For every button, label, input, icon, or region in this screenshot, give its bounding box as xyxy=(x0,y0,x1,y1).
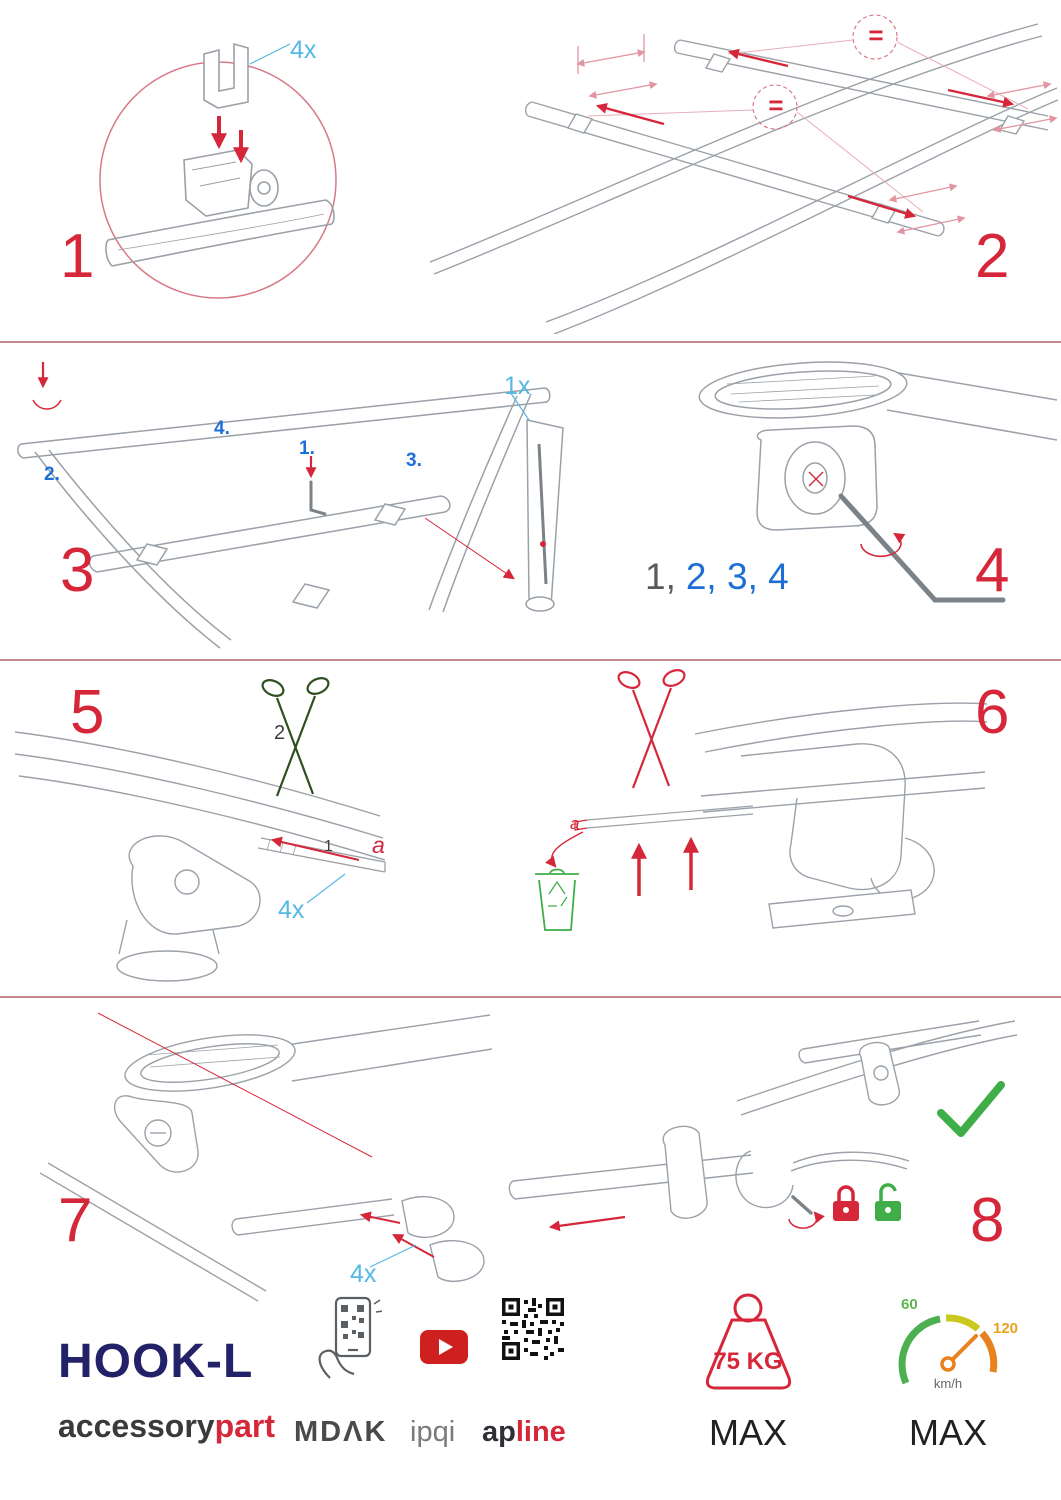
phone-qr-icon xyxy=(318,1296,382,1379)
speed-low-label: 60 xyxy=(901,1296,918,1313)
step-5-number: 5 xyxy=(70,678,104,747)
weight-max-label: MAX xyxy=(708,1412,787,1453)
speed-unit-label: km/h xyxy=(933,1376,963,1391)
step-4-number: 4 xyxy=(975,536,1009,605)
end-cap xyxy=(429,1240,485,1282)
insert-arrows xyxy=(211,116,249,164)
bar-opening xyxy=(40,1014,493,1302)
discard-arrow xyxy=(545,831,584,868)
step6-letter-a: a xyxy=(570,814,580,833)
equal-spacing-circles xyxy=(752,14,898,130)
step5-cut-label: 2 xyxy=(274,722,286,744)
step2-illustration xyxy=(429,14,1058,334)
step3-qty-label: 1x xyxy=(504,372,531,400)
rubber-strip xyxy=(257,837,386,873)
equal-sign: = xyxy=(768,90,784,120)
slide-arrow xyxy=(548,1215,626,1232)
qty-leader-line xyxy=(369,1244,417,1268)
dimension-arrows xyxy=(576,34,1058,235)
brand-dark: accessory xyxy=(58,1408,215,1444)
step-8-number: 8 xyxy=(970,1186,1004,1255)
step-6-number: 6 xyxy=(975,678,1009,747)
qty-leader-line xyxy=(509,391,530,421)
order-label-1: 1. xyxy=(299,438,315,459)
cut-mark xyxy=(574,819,588,831)
cut-strip xyxy=(586,805,754,829)
speed-max-label: MAX xyxy=(908,1412,987,1453)
youtube-icon xyxy=(420,1330,468,1364)
guide-line xyxy=(97,1012,373,1158)
weight-max-icon xyxy=(705,1293,792,1390)
step4-order-done: 1, xyxy=(645,556,676,597)
slide-arrows xyxy=(595,48,1015,219)
qty-leader-line xyxy=(249,43,291,65)
step1-illustration xyxy=(99,42,337,299)
step4-illustration xyxy=(698,361,1057,603)
insert-strip-arrow xyxy=(270,836,360,861)
allen-key-icon xyxy=(838,493,1006,603)
section-divider xyxy=(0,659,1061,661)
padlock-locked-icon xyxy=(833,1185,859,1221)
allen-key-icon xyxy=(309,480,327,516)
step3-illustration xyxy=(17,362,564,649)
step1-qty-label: 4x xyxy=(290,36,317,64)
qr-code xyxy=(500,1296,566,1362)
logo-apline-dark: ap xyxy=(482,1416,516,1448)
step4-order-remaining: 2, 3, 4 xyxy=(685,556,789,597)
end-cap xyxy=(401,1196,455,1238)
detail-dot xyxy=(540,541,546,547)
section-divider xyxy=(0,341,1061,343)
speedometer-icon xyxy=(898,1314,998,1385)
step6-illustration xyxy=(535,669,987,931)
lock-turn-arrow xyxy=(788,1211,825,1229)
step-3-number: 3 xyxy=(60,536,94,605)
roof-edge xyxy=(15,731,386,982)
section-divider xyxy=(0,996,1061,998)
scissors-red-icon xyxy=(617,669,686,789)
roof-rails-and-bars xyxy=(429,23,1058,334)
bracket-part xyxy=(203,42,249,109)
step7-illustration xyxy=(40,1012,493,1302)
scissors-icon xyxy=(261,677,330,797)
step-2-number: 2 xyxy=(975,222,1009,291)
product-name: HOOK-L xyxy=(58,1335,254,1388)
order-label-3: 3. xyxy=(406,450,422,471)
rack-frame xyxy=(17,387,551,649)
step-7-number: 7 xyxy=(58,1186,92,1255)
checkmark-icon xyxy=(937,1081,1005,1137)
pointer-line xyxy=(424,517,515,580)
allen-key-in-sleeve xyxy=(537,443,548,585)
logo-apline: apline xyxy=(482,1416,566,1449)
tool-sleeve xyxy=(525,419,564,612)
key-icon xyxy=(791,1195,813,1215)
mounted-clamp xyxy=(508,1020,1017,1219)
logo-mdak: MDΛK xyxy=(294,1416,388,1448)
logo-apline-red: line xyxy=(515,1416,566,1448)
step5-illustration xyxy=(15,677,386,982)
step4-order-sequence: 1,2, 3, 4 xyxy=(645,556,789,598)
speed-high-label: 120 xyxy=(993,1320,1019,1337)
equal-sign: = xyxy=(868,20,884,50)
padlock-open-icon xyxy=(875,1183,901,1221)
weight-value: 75 KG xyxy=(713,1348,783,1375)
brand-logo: accessorypart xyxy=(58,1408,275,1445)
crossbar-drawing xyxy=(105,42,335,267)
step-1-number: 1 xyxy=(60,222,94,291)
bar-cross-section xyxy=(698,361,1057,531)
step5-insert-label: 1 xyxy=(324,838,333,855)
push-up-arrows xyxy=(631,836,699,896)
order-label-4: 4. xyxy=(214,418,230,439)
trash-recycle-icon xyxy=(535,868,579,931)
step8-illustration xyxy=(508,1020,1017,1232)
step5-letter-a: a xyxy=(372,832,385,858)
flip-arrow xyxy=(32,362,62,410)
tighten-arrow xyxy=(808,471,906,558)
step7-qty-label: 4x xyxy=(350,1260,377,1288)
logo-ipqi: ipqi xyxy=(410,1416,456,1448)
foot-bracket xyxy=(694,702,987,929)
brand-red: part xyxy=(214,1408,276,1444)
order-label-2: 2. xyxy=(44,464,60,485)
qty-leader-line xyxy=(306,873,346,904)
step5-qty-label: 4x xyxy=(278,896,305,924)
